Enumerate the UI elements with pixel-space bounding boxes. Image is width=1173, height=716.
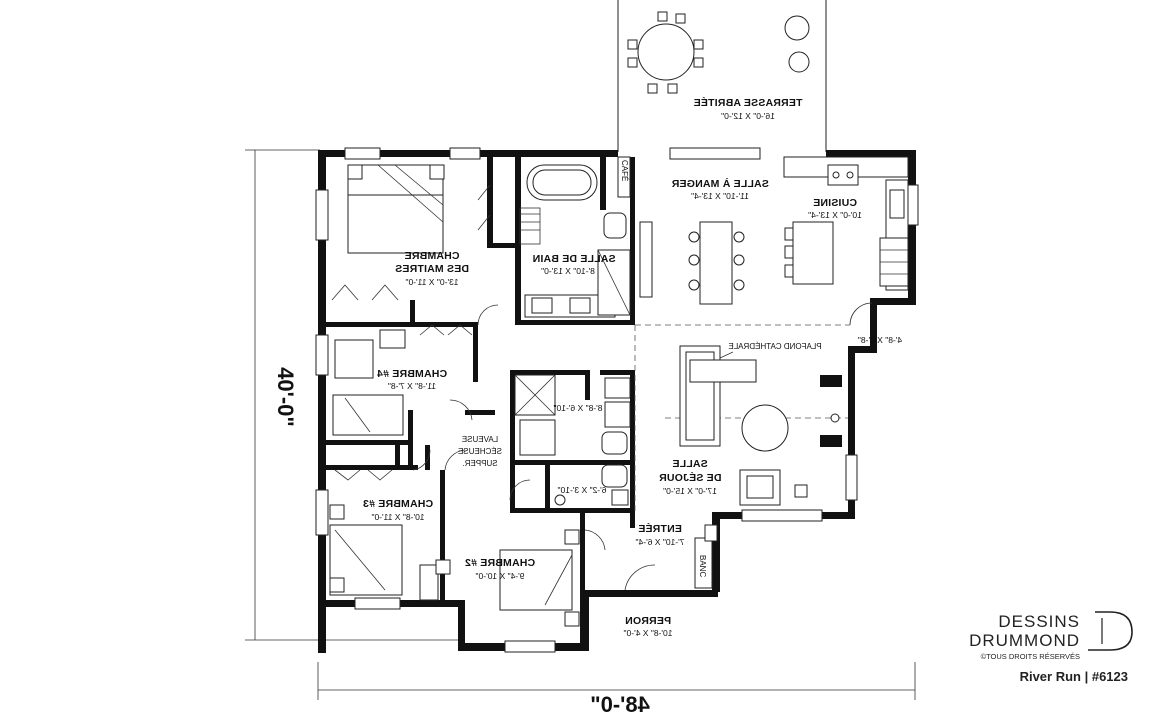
salle-a-manger-dim: 11'-10" X 13'-4" — [691, 191, 749, 201]
depth-dimension-label: 40'-0" — [273, 367, 298, 427]
salon-name2: DE SÉJOUR — [659, 471, 722, 484]
chambre-maitres-name2: DES MAITRES — [395, 263, 469, 275]
kitchen — [783, 156, 909, 326]
lavage-line2: SÉCHEUSE — [458, 447, 502, 456]
plafond-leader — [719, 351, 734, 359]
salle-de-bain-name: SALLE DE BAIN — [532, 253, 615, 265]
living-room-furniture — [679, 345, 840, 506]
entree-dim: 7'-10" X 6'-4" — [636, 537, 685, 547]
cafe-counter — [617, 156, 631, 198]
salle-a-manger-name: SALLE À MANGER — [671, 177, 769, 190]
chambre2-name: CHAMBRE #2 — [465, 557, 535, 569]
bathroom2-fixtures — [514, 374, 631, 506]
chambre4-dim: 11'-8" X 7'-8" — [388, 381, 436, 391]
width-dimension-label: 48'-0" — [590, 692, 650, 716]
closets — [331, 184, 491, 481]
rangement-dim: 4'-8" X 3'-8" — [858, 335, 902, 345]
cafe-label: CAFÉ — [620, 160, 629, 181]
bedroom3-furniture — [329, 504, 451, 601]
brand-logo: DESSINS DRUMMOND ©TOUS DROITS RÉSERVÉS R… — [969, 611, 1133, 684]
vanity — [524, 212, 631, 318]
perron-name: PERRON — [625, 615, 671, 627]
chambre2-dim: 9'-4" X 10'-0" — [476, 571, 525, 581]
bathtub — [519, 164, 598, 245]
lavage-line3: SUPPER. — [462, 459, 497, 468]
chambre-maitres-dim: 13'-0" X 11'-0" — [405, 277, 458, 287]
brand-line2: DRUMMOND — [969, 631, 1080, 650]
terrasse-name: TERRASSE ABRITÉE — [694, 96, 803, 109]
brand-line1: DESSINS — [998, 612, 1080, 631]
wc-dim: 6'-2" X 3'-10" — [558, 485, 607, 495]
terrace-area — [617, 0, 827, 152]
brand-rights: ©TOUS DROITS RÉSERVÉS — [981, 652, 1080, 661]
terrasse-dim: 16'-0" X 12'-0" — [721, 111, 775, 121]
plafond-label: PLAFOND CATHÉDRALE — [728, 342, 821, 351]
salon-name1: SALLE — [672, 458, 707, 470]
dimension-lines — [245, 149, 916, 700]
dining-table — [639, 221, 745, 305]
windows — [315, 147, 919, 653]
bedroom4-furniture — [332, 329, 406, 436]
salon-dim: 17'-0" X 15'-0" — [663, 486, 717, 496]
perron-dim: 10'-8" X 4'-0" — [624, 628, 673, 638]
cuisine-dim: 10'-0" X 13'-4" — [808, 210, 862, 220]
salle-de-bain-dim: 8'-10" X 13'-0" — [541, 266, 595, 276]
plan-name: River Run | #6123 — [1020, 669, 1128, 684]
entree-name: ENTRÉE — [638, 522, 682, 535]
bedroom2-furniture — [499, 529, 580, 627]
brand-d-icon — [1088, 611, 1133, 651]
interior-walls — [318, 150, 842, 648]
chambre4-name: CHAMBRE #4 — [377, 368, 447, 380]
cuisine-name: CUISINE — [813, 197, 857, 209]
chambre3-name: CHAMBRE #3 — [363, 498, 433, 510]
chambre-maitres-name1: CHAMBRE — [404, 250, 459, 262]
master-bed — [347, 164, 445, 254]
lavage-line1: LAVEUSE — [462, 435, 498, 444]
sdb2-dim: 8'-8" X 6'-10" — [554, 403, 603, 413]
banc-label: BANC — [698, 555, 707, 577]
chambre3-dim: 10'-8" X 11'-0" — [371, 512, 424, 522]
entry-features — [624, 524, 718, 591]
doors — [412, 304, 606, 551]
